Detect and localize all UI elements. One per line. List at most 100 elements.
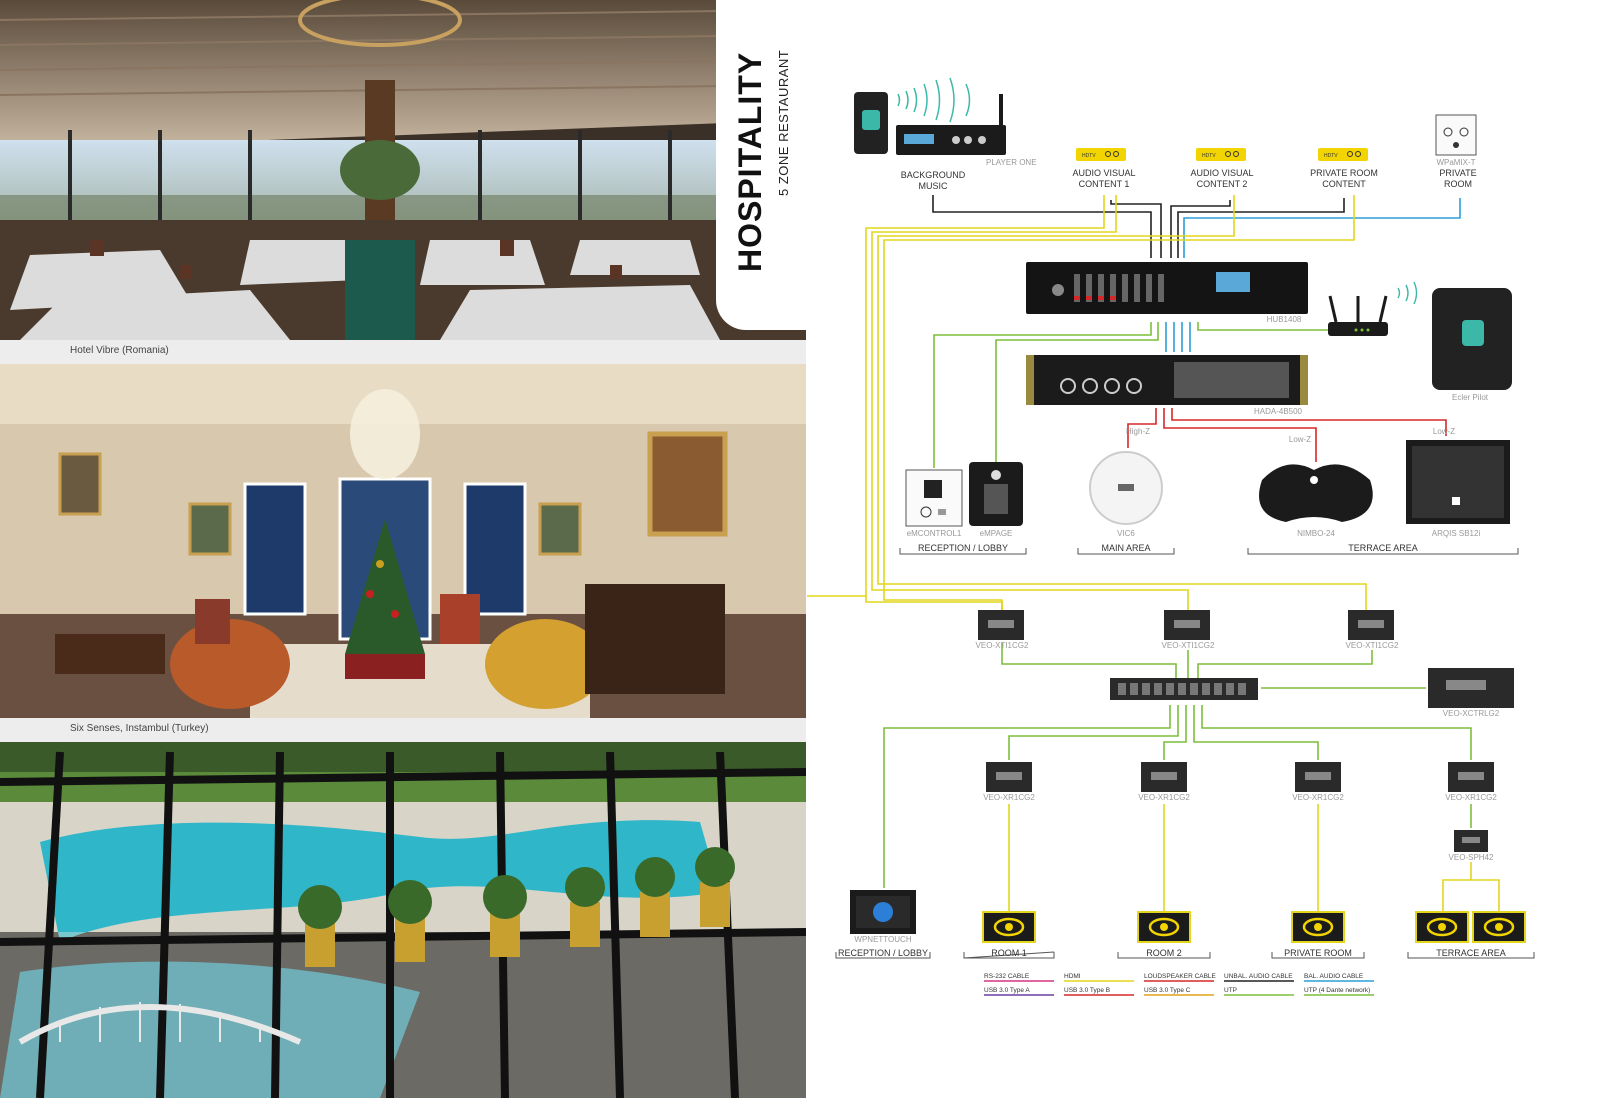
lobby-image [0, 364, 806, 718]
hub1408-device [1026, 262, 1308, 314]
wire-label: High-Z [1126, 427, 1150, 436]
empage-label: eMPAGE [980, 529, 1013, 538]
hdtv-badge: HDTV [1324, 153, 1338, 159]
xti-label: VEO-XTI1CG2 [1162, 641, 1215, 650]
sph-label: VEO-SPH42 [1449, 853, 1494, 862]
legend-item: HDMI [1064, 973, 1134, 982]
zone-label: RECEPTION / LOBBY [838, 948, 928, 958]
player-one-label: PLAYER ONE [986, 158, 1037, 167]
network-switch [1110, 678, 1258, 700]
source-label: PRIVATE ROOM [1310, 168, 1378, 178]
wifi-icon [1397, 281, 1418, 305]
photo-restaurant [0, 0, 806, 340]
xr-label: VEO-XR1CG2 [1445, 793, 1497, 802]
hub-label: HUB1408 [1267, 315, 1302, 324]
xr-label: VEO-XR1CG2 [1138, 793, 1190, 802]
hdtv-badge: HDTV [1082, 153, 1096, 159]
veo-xr-receiver [986, 762, 1032, 792]
wpnettouch-panel [850, 890, 916, 934]
legend-label: RS-232 CABLE [984, 973, 1030, 980]
zone-label: MAIN AREA [1101, 543, 1150, 553]
source-label: AUDIO VISUAL [1190, 168, 1253, 178]
xr-label: VEO-XR1CG2 [983, 793, 1035, 802]
phone-device [854, 92, 888, 154]
xti-label: VEO-XTI1CG2 [976, 641, 1029, 650]
legend-item: RS-232 CABLE [984, 973, 1054, 982]
veo-xr-receiver [1141, 762, 1187, 792]
source-label: ROOM [1444, 179, 1472, 189]
empage-device [969, 462, 1023, 526]
caption-bar-1: Hotel Vibre (Romania) [0, 340, 806, 364]
zone-label: TERRACE AREA [1436, 948, 1506, 958]
page-title: HOSPITALITY [732, 51, 768, 272]
veo-xti-transmitter [978, 610, 1024, 640]
hdtv-badge: HDTV [1202, 153, 1216, 159]
xctrl-label: VEO-XCTRLG2 [1443, 709, 1500, 718]
source-label: MUSIC [919, 181, 949, 191]
zone-label: RECEPTION / LOBBY [918, 543, 1008, 553]
display-eye-icon [982, 911, 1036, 943]
xti-label: VEO-XTI1CG2 [1346, 641, 1399, 650]
hada-amplifier-device [1026, 355, 1308, 405]
legend-label: BAL. AUDIO CABLE [1304, 973, 1364, 980]
veo-xctrl-controller [1428, 668, 1514, 708]
vic6-label: VIC6 [1117, 529, 1135, 538]
arqis-subwoofer [1406, 440, 1510, 524]
source-label: CONTENT 2 [1197, 179, 1248, 189]
veo-xr-receiver [1295, 762, 1341, 792]
legend-item: BAL. AUDIO CABLE [1304, 973, 1374, 982]
legend-label: LOUDSPEAKER CABLE [1144, 973, 1217, 980]
legend-label: USB 3.0 Type C [1144, 987, 1191, 994]
zone-label: TERRACE AREA [1348, 543, 1418, 553]
legend-item: USB 3.0 Type C [1144, 987, 1214, 996]
display-eye-icon [1415, 911, 1469, 943]
ecler-pilot-tablet [1432, 288, 1512, 390]
veo-xr-receiver [1448, 762, 1494, 792]
veo-xti-transmitter [1164, 610, 1210, 640]
amp-label: HADA-4B500 [1254, 407, 1303, 416]
photo-pool [0, 742, 806, 1098]
title-block: HOSPITALITY 5 ZONE RESTAURANT [716, 0, 816, 330]
display-eye-icon [1472, 911, 1526, 943]
emcontrol-panel [905, 469, 963, 527]
hdtv-source-2: HDTV [1196, 148, 1246, 161]
arqis-label: ARQIS SB12i [1432, 529, 1481, 538]
hdtv-source-1: HDTV [1076, 148, 1126, 161]
cable-legend: RS-232 CABLE HDMI LOUDSPEAKER CABLE UNBA… [984, 973, 1374, 996]
caption-bar-2: Six Senses, Instambul (Turkey) [0, 718, 806, 742]
xr-label: VEO-XR1CG2 [1292, 793, 1344, 802]
pool-image [0, 742, 806, 1098]
hdtv-source-3: HDTV [1318, 148, 1368, 161]
photo-caption: Hotel Vibre (Romania) [70, 345, 169, 356]
display-eye-icon [1291, 911, 1345, 943]
legend-label: HDMI [1064, 973, 1081, 980]
legend-item: UNBAL. AUDIO CABLE [1224, 973, 1294, 982]
wifi-icon [897, 77, 971, 123]
display-eye-icon [1137, 911, 1191, 943]
source-label: CONTENT 1 [1079, 179, 1130, 189]
emcontrol-label: eMCONTROL1 [907, 529, 962, 538]
veo-sph-splitter [1454, 830, 1488, 852]
legend-label: USB 3.0 Type A [984, 987, 1030, 994]
source-label: CONTENT [1322, 179, 1366, 189]
wire-label: Low-Z [1433, 427, 1455, 436]
legend-item: UTP [1224, 987, 1294, 996]
system-diagram: PLAYER ONE BACKGROUND MUSIC HDTV AUDIO V… [807, 77, 1535, 996]
wpamix-panel [1435, 114, 1477, 156]
wpamix-label: WPaMIX-T [1436, 158, 1475, 167]
legend-label: UNBAL. AUDIO CABLE [1224, 973, 1293, 980]
wpnet-label: WPNETTOUCH [854, 935, 911, 944]
zone-label: ROOM 2 [1146, 948, 1182, 958]
nimbo-speaker [1259, 464, 1373, 522]
veo-xti-transmitter [1348, 610, 1394, 640]
restaurant-image [0, 0, 806, 340]
photo-lobby [0, 364, 806, 718]
legend-label: UTP [1224, 987, 1237, 994]
player-one-device [896, 94, 1006, 155]
vic6-speaker [1089, 451, 1163, 525]
legend-item: USB 3.0 Type A [984, 987, 1054, 996]
legend-label: USB 3.0 Type B [1064, 987, 1110, 994]
legend-item: USB 3.0 Type B [1064, 987, 1134, 996]
source-label: BACKGROUND [901, 170, 966, 180]
zone-label: ROOM 1 [991, 948, 1027, 958]
